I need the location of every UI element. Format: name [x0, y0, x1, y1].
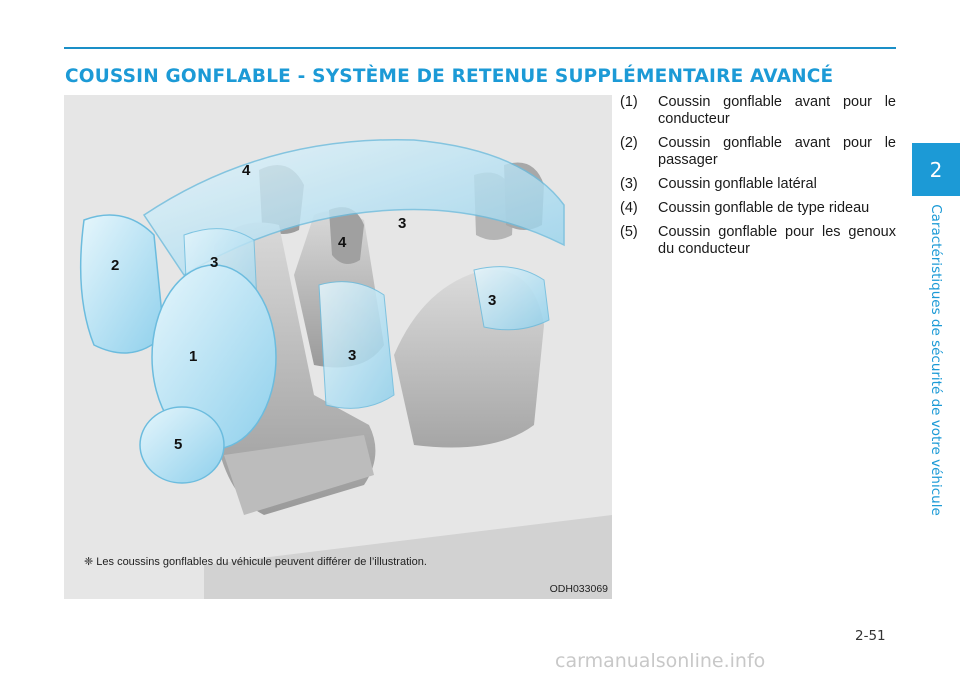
legend-text: Coussin gonflable avant pour le conducte… [658, 94, 896, 127]
airbag-drawing: 4 2 3 3 4 3 1 3 5 [79, 138, 612, 599]
callout-1: 1 [189, 348, 197, 365]
passenger-front-airbag [79, 214, 165, 354]
callout-2: 2 [111, 257, 119, 274]
legend-text: Coussin gonflable de type rideau [658, 200, 870, 216]
chapter-title: Caractéristiques de sécurité de votre vé… [928, 204, 944, 516]
legend-number: (2) [620, 135, 638, 151]
passenger-side-airbag [318, 281, 395, 409]
driver-seat-base [224, 435, 374, 515]
legend-number: (5) [620, 224, 638, 240]
callout-4-passenger: 4 [338, 234, 347, 251]
legend-number: (4) [620, 200, 638, 216]
airbag-legend: (1) Coussin gonflable avant pour le cond… [620, 94, 896, 265]
page-number: 2-51 [855, 628, 886, 644]
illustration-note: ❈ Les coussins gonflables du véhicule pe… [84, 556, 427, 568]
legend-item: (3) Coussin gonflable latéral [620, 176, 896, 193]
illustration-code: ODH033069 [549, 583, 608, 595]
floor-shape [204, 515, 612, 599]
legend-item: (2) Coussin gonflable avant pour le pass… [620, 135, 896, 169]
legend-number: (3) [620, 176, 638, 192]
callout-3-rear: 3 [398, 215, 406, 232]
callout-4-curtain: 4 [242, 162, 251, 179]
watermark: carmanualsonline.info [555, 650, 766, 672]
legend-item: (5) Coussin gonflable pour les genoux du… [620, 224, 896, 258]
callout-3-driver-side: 3 [210, 254, 218, 271]
legend-text: Coussin gonflable latéral [658, 176, 817, 192]
rear-side-airbag [473, 266, 550, 331]
legend-text: Coussin gonflable pour les genoux du con… [658, 224, 896, 257]
callout-5: 5 [174, 436, 182, 453]
callout-3-passenger-side: 3 [348, 347, 356, 364]
legend-number: (1) [620, 94, 638, 110]
chapter-tab: 2 [912, 143, 960, 196]
callout-3-rear-side: 3 [488, 292, 496, 309]
passenger-headrest [329, 207, 364, 264]
legend-item: (4) Coussin gonflable de type rideau [620, 200, 896, 217]
section-heading: COUSSIN GONFLABLE - SYSTÈME DE RETENUE S… [65, 66, 834, 87]
legend-text: Coussin gonflable avant pour le passager [658, 135, 896, 168]
airbag-illustration: 4 2 3 3 4 3 1 3 5 ❈ Les coussins gonflab… [64, 95, 612, 599]
top-rule [64, 47, 896, 49]
driver-knee-airbag [139, 406, 225, 484]
legend-item: (1) Coussin gonflable avant pour le cond… [620, 94, 896, 128]
